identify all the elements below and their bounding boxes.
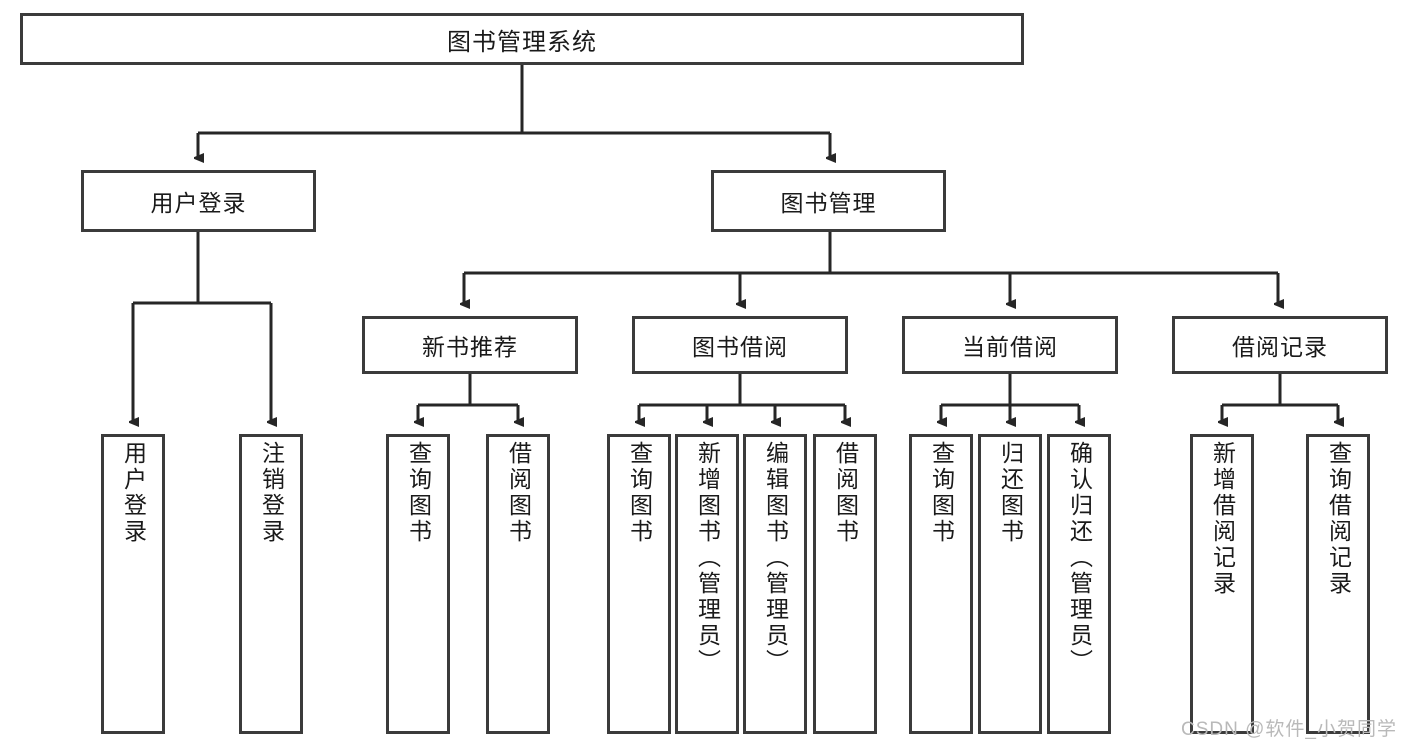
leaf-borrow-borrow-book[interactable]: 借阅图书 — [813, 434, 877, 734]
node-book-management-label: 图书管理 — [780, 190, 877, 216]
leaf-label: 新增图书（管理员） — [694, 441, 721, 675]
leaf-label: 查询图书 — [626, 441, 653, 545]
leaf-label: 确认归还（管理员） — [1066, 441, 1093, 675]
node-root[interactable]: 图书管理系统 — [20, 13, 1024, 65]
leaf-record-add-record[interactable]: 新增借阅记录 — [1190, 434, 1254, 734]
leaf-new-book-borrow[interactable]: 借阅图书 — [486, 434, 550, 734]
node-root-label: 图书管理系统 — [447, 28, 597, 56]
leaf-borrow-add-book-admin[interactable]: 新增图书（管理员） — [675, 434, 739, 734]
node-book-borrow[interactable]: 图书借阅 — [632, 316, 848, 374]
leaf-label: 借阅图书 — [505, 441, 532, 545]
node-book-borrow-label: 图书借阅 — [692, 334, 788, 360]
leaf-label: 归还图书 — [997, 441, 1024, 545]
node-user-login[interactable]: 用户登录 — [81, 170, 316, 232]
leaf-user-login-signin[interactable]: 用户登录 — [101, 434, 165, 734]
node-book-management[interactable]: 图书管理 — [711, 170, 946, 232]
leaf-current-confirm-return-admin[interactable]: 确认归还（管理员） — [1047, 434, 1111, 734]
leaf-label: 查询图书 — [928, 441, 955, 545]
node-borrow-record-label: 借阅记录 — [1232, 334, 1328, 360]
node-borrow-record[interactable]: 借阅记录 — [1172, 316, 1388, 374]
leaf-borrow-query-book[interactable]: 查询图书 — [607, 434, 671, 734]
leaf-label: 新增借阅记录 — [1209, 441, 1236, 597]
node-current-borrow-label: 当前借阅 — [962, 334, 1058, 360]
csdn-watermark: CSDN @软件_小贺同学 — [1181, 719, 1397, 740]
leaf-borrow-edit-book-admin[interactable]: 编辑图书（管理员） — [743, 434, 807, 734]
leaf-user-login-signout[interactable]: 注销登录 — [239, 434, 303, 734]
leaf-current-return-book[interactable]: 归还图书 — [978, 434, 1042, 734]
leaf-record-query-record[interactable]: 查询借阅记录 — [1306, 434, 1370, 734]
node-new-book-recommend-label: 新书推荐 — [422, 334, 518, 360]
leaf-label: 查询借阅记录 — [1325, 441, 1352, 597]
leaf-label: 编辑图书（管理员） — [762, 441, 789, 675]
leaf-label: 借阅图书 — [832, 441, 859, 545]
node-user-login-label: 用户登录 — [150, 190, 247, 216]
leaf-label: 注销登录 — [258, 441, 285, 545]
leaf-label: 查询图书 — [405, 441, 432, 545]
node-new-book-recommend[interactable]: 新书推荐 — [362, 316, 578, 374]
leaf-current-query-book[interactable]: 查询图书 — [909, 434, 973, 734]
node-current-borrow[interactable]: 当前借阅 — [902, 316, 1118, 374]
leaf-label: 用户登录 — [120, 441, 147, 545]
leaf-new-book-query[interactable]: 查询图书 — [386, 434, 450, 734]
